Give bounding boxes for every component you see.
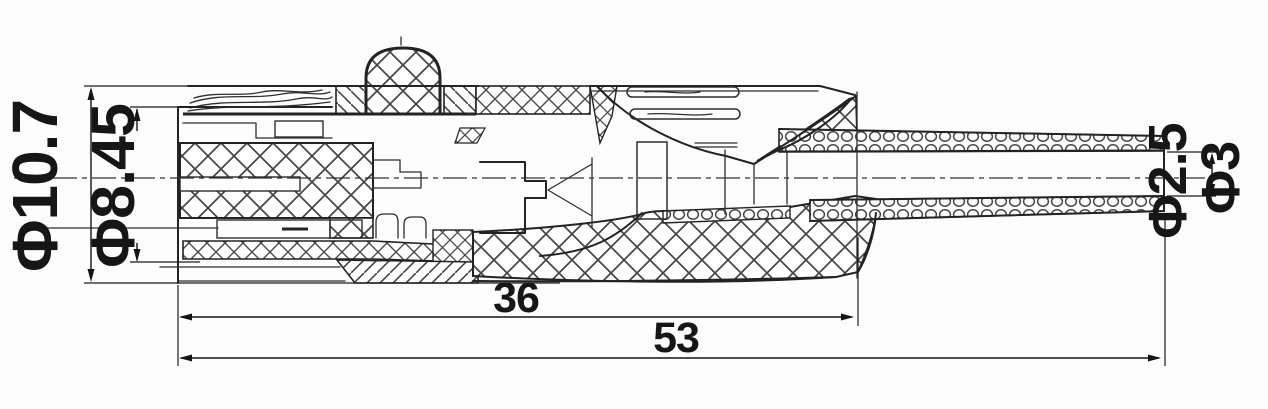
interior-step <box>182 122 333 139</box>
dimension-labels: Φ10.7 Φ8.45 Φ2.5 Φ3 36 53 <box>0 100 1251 362</box>
label-body-length: 36 <box>493 274 539 322</box>
arrow-down-outer <box>87 269 95 282</box>
dome-right-collar-hatch <box>443 85 477 115</box>
shell-bottom-diagonal-hatch <box>335 259 479 284</box>
pin-channel <box>179 176 301 192</box>
wire-entry-cone <box>547 157 593 229</box>
dimension-annotations <box>84 85 1216 366</box>
knurl-dome <box>364 46 442 116</box>
dome-left-collar-hatch <box>335 85 367 115</box>
top-shell-band-hatch <box>475 85 591 115</box>
lower-thin-band-hatch <box>182 240 474 263</box>
hatched-sections <box>179 46 1165 284</box>
label-cable-hole-diameter: Φ2.5 <box>1138 123 1198 238</box>
arrow-down-inner <box>133 249 141 262</box>
front-barrel-hatch-lower <box>329 217 374 239</box>
label-cable-tip-diameter: Φ3 <box>1191 142 1251 214</box>
neck-curve <box>539 212 643 257</box>
spring-contact-line-2 <box>189 96 333 109</box>
boot-bottom-edge <box>472 276 837 283</box>
tube-wall-lines <box>778 128 1165 222</box>
inner-wedge-hatch <box>454 127 486 144</box>
interior-slot-line <box>694 142 738 148</box>
arrow-down-cable <box>1208 184 1216 195</box>
arrow-right-53 <box>1148 354 1161 362</box>
arrow-up-cable <box>1208 153 1216 164</box>
arrow-left-53 <box>179 354 192 362</box>
mold-slot-2 <box>629 108 741 120</box>
spring-contact-line-1 <box>189 91 331 104</box>
top-shell-wedge-hatch <box>589 85 618 146</box>
interior-block <box>274 120 324 138</box>
arrow-up-outer <box>87 87 95 100</box>
solder-lug-block <box>636 141 668 220</box>
crimp-bump-1 <box>375 213 399 239</box>
mold-slot-1 <box>626 86 740 98</box>
bell-top-curve <box>778 98 852 151</box>
body-outlines <box>159 36 1165 284</box>
bell-bottom-curve <box>857 212 877 273</box>
spring-contact-line-3 <box>193 89 323 99</box>
arrow-left-36 <box>179 313 192 321</box>
label-inner-diameter: Φ8.45 <box>79 104 147 268</box>
label-outer-diameter: Φ10.7 <box>0 100 71 272</box>
contact-tee <box>479 161 547 234</box>
arrow-right-36 <box>841 313 854 321</box>
barrel-right-tab <box>372 159 422 189</box>
crimp-bump-2 <box>403 216 427 239</box>
label-overall-length: 53 <box>653 314 699 362</box>
housing-sweep-curve <box>597 86 857 165</box>
rear-top-edge <box>589 85 856 96</box>
spring-contact-line-4 <box>187 101 331 112</box>
terminal-lug <box>216 219 363 239</box>
mold-slot-marks <box>644 90 713 116</box>
arrow-up-inner <box>133 108 141 121</box>
